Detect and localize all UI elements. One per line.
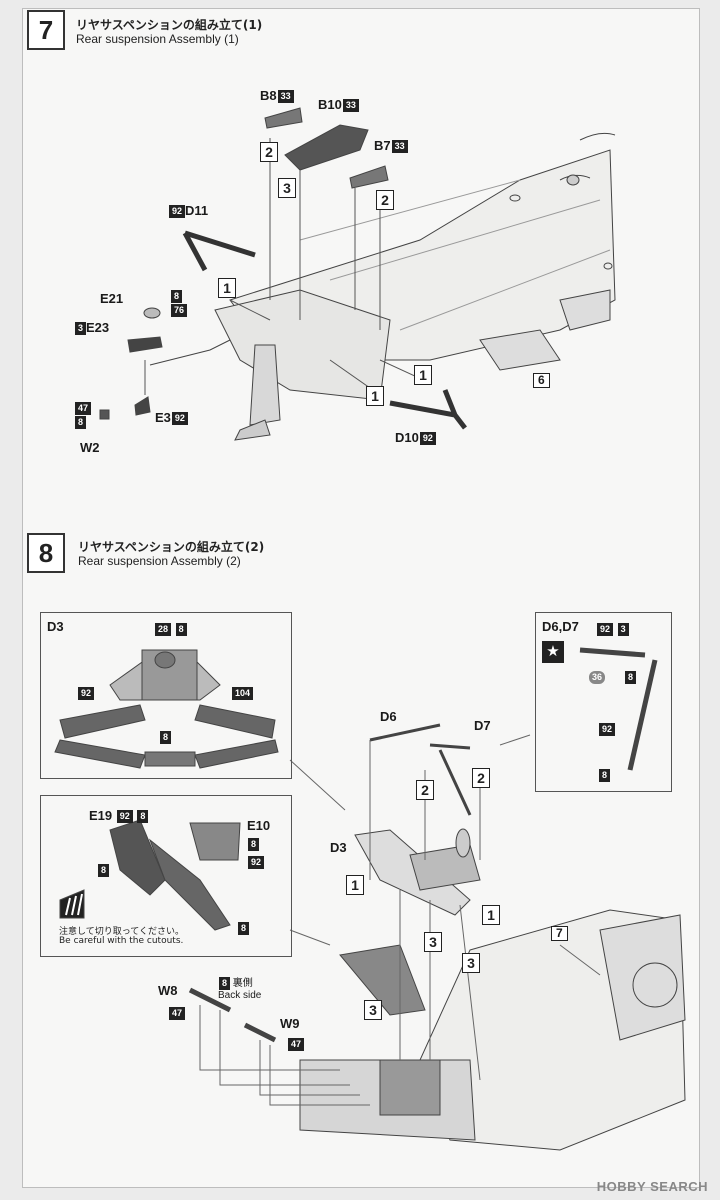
watermark-logo: HOBBY SEARCH (596, 1179, 708, 1194)
order-marker: 2 (260, 142, 278, 162)
order-marker: 1 (482, 905, 500, 925)
d6d7-code: 8 (624, 669, 637, 685)
part-d3: D3 (330, 840, 347, 855)
d3-code: 28 8 (154, 621, 187, 637)
order-marker: 1 (218, 278, 236, 298)
part-e21: E21 (100, 291, 124, 306)
part-e19: E19 92 8 (89, 808, 149, 824)
e-code: 8 (237, 920, 250, 936)
step-8-number: 8 (27, 533, 65, 573)
ref-step-6: 6 (532, 372, 550, 389)
part-d7: D7 (474, 718, 491, 733)
order-marker: 1 (346, 875, 364, 895)
d3-detail-panel: D3 28 8 92 104 8 (40, 612, 292, 779)
e-code: 92 (247, 854, 265, 870)
order-marker: 3 (462, 953, 480, 973)
d6-d7-detail-panel: D6,D7 ★ 92 3 36 8 92 8 (535, 612, 672, 792)
d6d7-code: 92 (598, 721, 616, 737)
e19-e10-detail-panel: E19 92 8 E10 8 8 92 8 注意して切り取ってください。 Be … (40, 795, 292, 957)
order-marker: 2 (472, 768, 490, 788)
step-7-title-en: Rear suspension Assembly (1) (76, 32, 239, 46)
step-8-title-ja: リヤサスペンションの組み立て(2) (78, 540, 265, 554)
step-7-title-ja: リヤサスペンションの組み立て(1) (76, 18, 263, 32)
cutout-note-ja: 注意して切り取ってください。 (59, 927, 185, 937)
d3-panel-label: D3 (47, 619, 64, 634)
part-w9: W9 (280, 1016, 300, 1031)
order-marker: 1 (366, 386, 384, 406)
star-icon: ★ (542, 641, 564, 663)
d6d7-code: 92 3 (596, 621, 629, 637)
w9-code: 47 (287, 1036, 305, 1052)
d6d7-code: 36 (588, 669, 606, 685)
d3-code: 92 (77, 685, 95, 701)
cutout-note-en: Be careful with the cutouts. (59, 936, 184, 946)
part-w8: W8 (158, 983, 178, 998)
order-marker: 2 (416, 780, 434, 800)
order-marker: 3 (424, 932, 442, 952)
part-d6: D6 (380, 709, 397, 724)
w8-code: 47 (168, 1005, 186, 1021)
d3-code: 104 (231, 685, 254, 701)
e-code: 8 (97, 862, 110, 878)
step-7-number: 7 (27, 10, 65, 50)
order-marker: 1 (414, 365, 432, 385)
e10-code: 8 (247, 836, 260, 852)
step-8-title-en: Rear suspension Assembly (2) (78, 554, 241, 568)
d6d7-code: 8 (598, 767, 611, 783)
part-e10: E10 (247, 818, 271, 833)
d6-d7-panel-label: D6,D7 (542, 619, 579, 634)
order-marker: 2 (376, 190, 394, 210)
d3-code: 8 (159, 729, 172, 745)
ref-step-7: 7 (550, 925, 568, 942)
order-marker: 3 (364, 1000, 382, 1020)
order-marker: 3 (278, 178, 296, 198)
part-w2: W2 (80, 440, 100, 455)
